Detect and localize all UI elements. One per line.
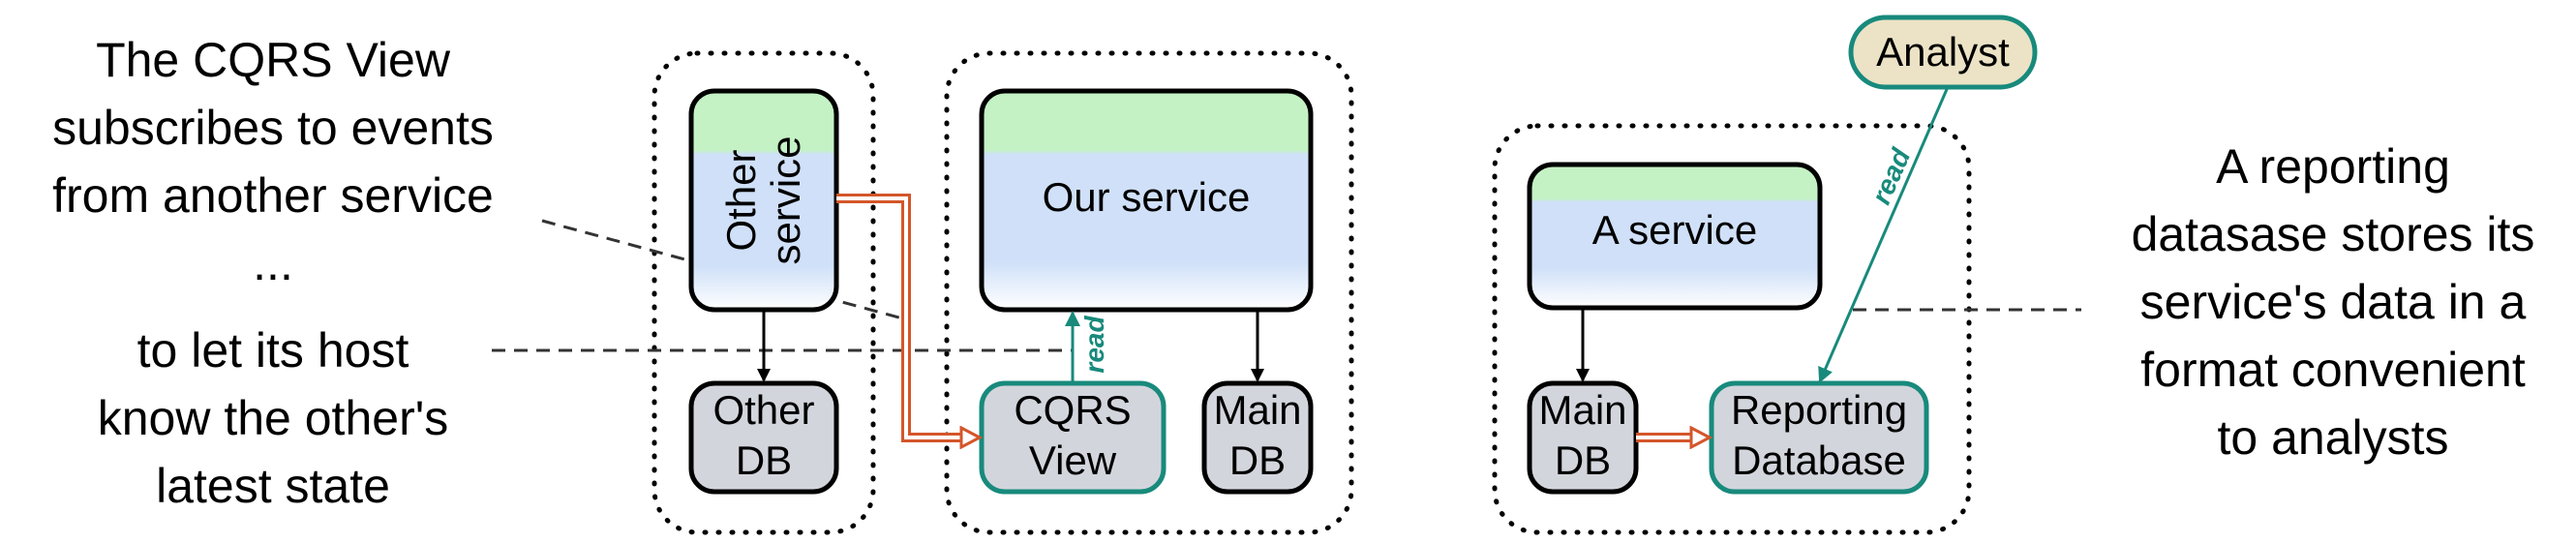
other-service-label: Other <box>718 149 764 251</box>
note-line: know the other's <box>98 391 449 445</box>
main-db-label: Main <box>1213 387 1301 433</box>
read-label-cqrs: read <box>1079 316 1109 374</box>
note-line: A reporting <box>2216 139 2450 194</box>
a-service-box: A service <box>1527 162 1823 311</box>
arrow-analyst-to-reporting-database <box>1818 86 1950 383</box>
other-db-box: Other DB <box>688 380 839 495</box>
note-line: latest state <box>156 459 390 513</box>
note-line: from another service <box>52 168 494 223</box>
group-our-service <box>944 50 1354 535</box>
our-service-box: Our service <box>979 88 1314 313</box>
note-line: subscribes to events <box>52 101 494 155</box>
other-db-label: DB <box>736 437 792 483</box>
cqrs-view-label: CQRS <box>1014 387 1131 433</box>
arrow-other-service-to-cqrs-view <box>836 194 980 437</box>
note-line: to analysts <box>2217 410 2448 465</box>
main-db-box-right: Main DB <box>1527 380 1639 495</box>
analyst-box: Analyst <box>1848 15 2038 90</box>
reporting-database-label: Database <box>1732 437 1906 483</box>
cqrs-view-label: View <box>1029 437 1117 483</box>
note-line: service's data in a <box>2140 275 2527 329</box>
other-db-label: Other <box>712 387 814 433</box>
note-line: format convenient <box>2140 343 2526 397</box>
our-service-label: Our service <box>1043 174 1251 220</box>
reporting-database-label: Reporting <box>1731 387 1907 433</box>
note-line: The CQRS View <box>96 33 451 87</box>
group-other-service <box>652 50 876 535</box>
other-service-label: service <box>763 136 808 264</box>
main-db-box-left: Main DB <box>1201 380 1314 495</box>
note-cqrs-subscribes: The CQRS View subscribes to events from … <box>52 33 494 513</box>
cqrs-view-box: CQRS View <box>979 380 1167 495</box>
note-line: datasase stores its <box>2132 207 2535 261</box>
reporting-database-box: Reporting Database <box>1709 380 1929 495</box>
other-service-box: Other service <box>688 88 839 313</box>
main-db-label: Main <box>1538 387 1626 433</box>
main-db-label: DB <box>1229 437 1286 483</box>
analyst-label: Analyst <box>1876 29 2010 75</box>
note-line: to let its host <box>137 323 409 377</box>
a-service-label: A service <box>1592 207 1757 253</box>
note-reporting-database: A reporting datasase stores its service'… <box>2132 139 2535 465</box>
note-ellipsis: ... <box>253 236 293 290</box>
main-db-label: DB <box>1555 437 1611 483</box>
